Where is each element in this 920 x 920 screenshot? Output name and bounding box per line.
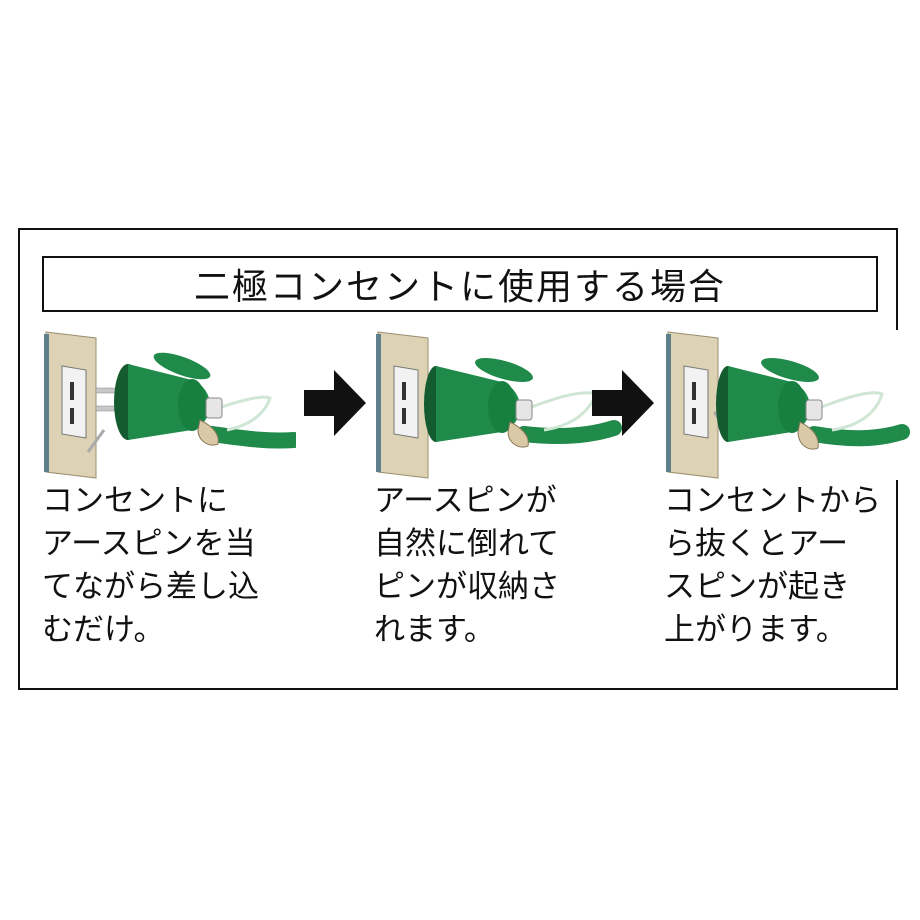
caption-line: コンセントから [664, 483, 881, 519]
right-arrow-icon [592, 370, 654, 436]
caption-line: 自然に倒れて [374, 526, 560, 562]
plug-inserted-illustration [374, 330, 628, 480]
title-box: 二極コンセントに使用する場合 [42, 256, 878, 312]
caption-line: アースピンが [374, 483, 557, 519]
step-1-illustration [42, 330, 296, 480]
diagram-frame: 二極コンセントに使用する場合 [18, 228, 918, 690]
caption-line: ら抜くとアー [664, 526, 849, 562]
caption-line: アースピンを当 [42, 526, 256, 562]
caption-line: ピンが収納さ [374, 569, 560, 605]
step-3-caption: コンセントから ら抜くとアー スピンが起き 上がります。 [664, 480, 904, 652]
caption-line: スピンが起き [664, 569, 850, 605]
step-3-illustration [664, 330, 918, 480]
plug-removed-illustration [664, 330, 918, 480]
step-2-illustration [374, 330, 628, 480]
step-2-caption: アースピンが 自然に倒れて ピンが収納さ れます。 [374, 480, 614, 652]
diagram-title: 二極コンセントに使用する場合 [193, 267, 726, 308]
caption-line: コンセントに [42, 483, 228, 519]
right-arrow-icon [304, 370, 366, 436]
caption-line: れます。 [374, 612, 495, 648]
caption-line: むだけ。 [42, 612, 165, 648]
plug-inserting-illustration [42, 330, 296, 480]
caption-line: 上がります。 [664, 612, 847, 648]
caption-line: てながら差し込 [42, 569, 259, 605]
step-1-caption: コンセントに アースピンを当 てながら差し込 むだけ。 [42, 480, 282, 652]
